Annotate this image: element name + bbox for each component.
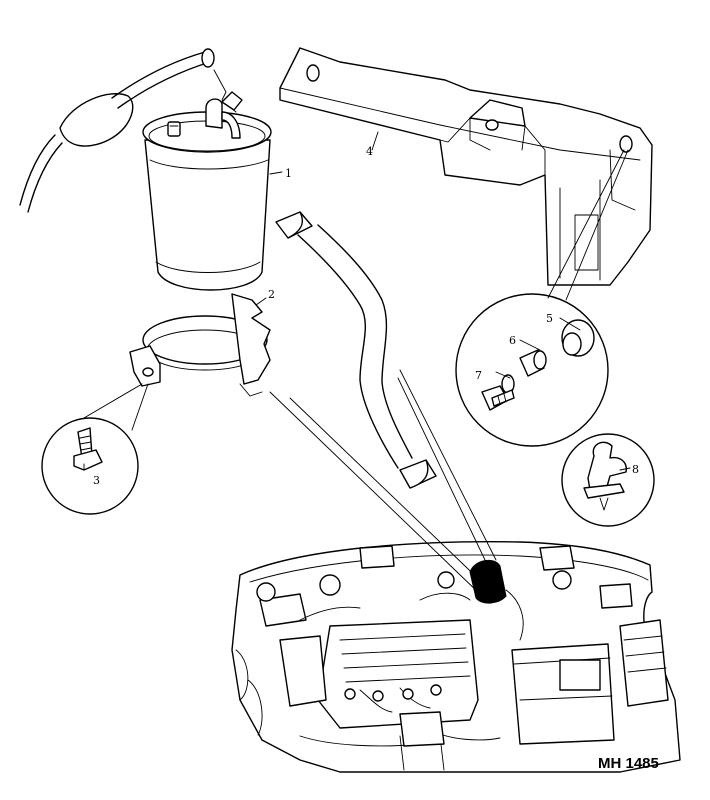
callout-1: 1 xyxy=(285,167,292,180)
reference-code: MH 1485 xyxy=(598,755,659,772)
callout-2: 2 xyxy=(268,288,275,301)
callout-7: 7 xyxy=(475,369,482,382)
callout-labels: 1 2 3 4 5 6 7 8 xyxy=(93,145,639,487)
filter-strap-clamp xyxy=(129,293,271,397)
callout-3: 3 xyxy=(93,474,100,487)
engine-bay-illustration xyxy=(231,541,681,773)
detail-circle-bolt xyxy=(41,417,139,515)
fuel-hose xyxy=(275,211,437,489)
detail-circle-mounting-hardware xyxy=(455,293,609,447)
fuel-filter-assembly xyxy=(19,48,272,291)
callout-4: 4 xyxy=(366,145,373,158)
leader-lines xyxy=(83,131,629,597)
callout-5: 5 xyxy=(546,312,553,325)
detail-circle-clip xyxy=(561,433,655,527)
callout-8: 8 xyxy=(632,463,639,476)
callout-6: 6 xyxy=(509,334,516,347)
mounting-bracket xyxy=(279,47,653,286)
